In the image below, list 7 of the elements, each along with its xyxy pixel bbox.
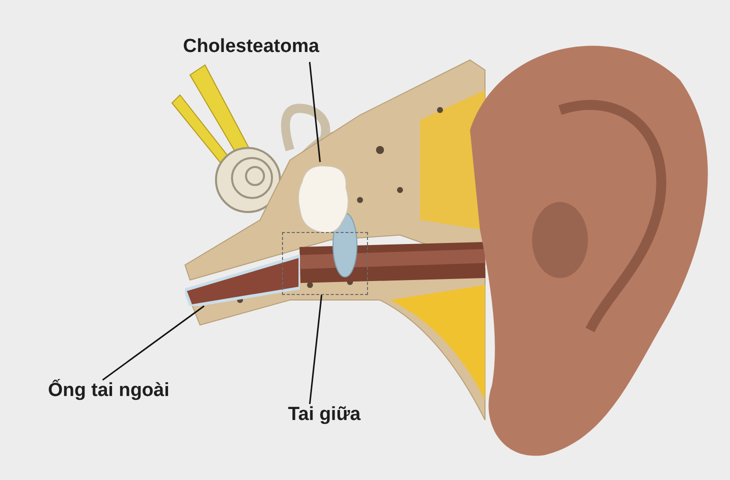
middle-ear-region	[282, 232, 368, 295]
leader-line	[309, 294, 322, 404]
part-label: Cholesteatoma	[183, 36, 320, 62]
leader-line	[308, 62, 321, 162]
part-label: Ống tai ngoài	[48, 380, 170, 406]
leader-line	[102, 305, 205, 381]
part-label: Tai giữa	[288, 404, 361, 430]
